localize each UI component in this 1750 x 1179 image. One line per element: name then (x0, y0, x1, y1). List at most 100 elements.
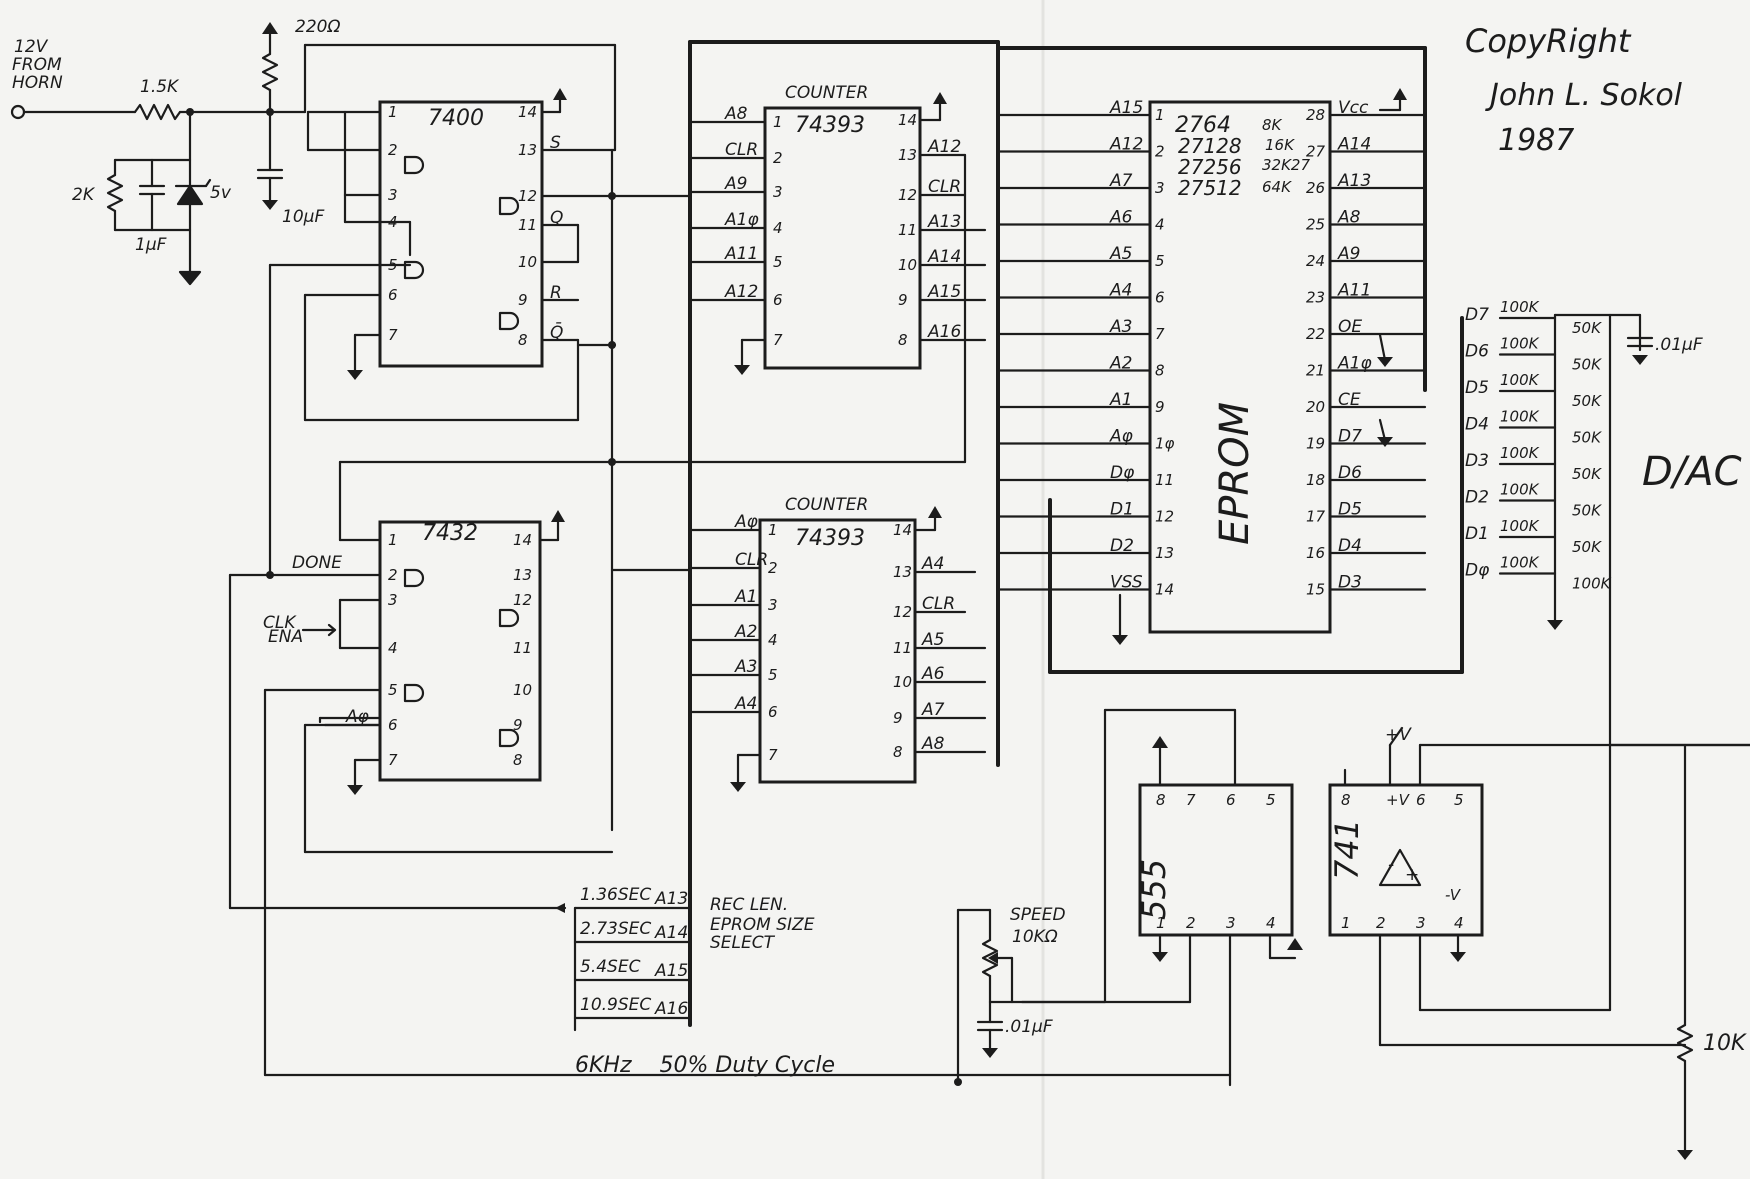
counter2-pin-8: 8 (893, 743, 903, 761)
7400-signal-2: R (550, 283, 562, 303)
zener-label: 5v (210, 183, 232, 203)
eprom-signal-A7: A7 (1109, 171, 1133, 191)
resistor-1-5k (133, 103, 182, 121)
dac-ladder-r-6: 50K (1572, 538, 1602, 556)
eprom-pin-21: 21 (1306, 362, 1325, 380)
eprom-signal-Aφ: Aφ (1109, 427, 1134, 447)
counter1-pin-11: 11 (898, 221, 917, 239)
dac-title: D/AC (1642, 449, 1742, 495)
eprom-pin-22: 22 (1306, 325, 1325, 343)
output-potentiometer (1676, 1023, 1694, 1063)
opamp-minus: - (1388, 855, 1394, 875)
eprom-part-27256: 27256 (1178, 155, 1242, 179)
eprom-signal-VSS: VSS (1110, 573, 1143, 593)
r220-label: 220Ω (295, 17, 340, 37)
c1uf-label: 1μF (135, 235, 167, 255)
counter2-signal-CLR: CLR (922, 594, 955, 614)
clock-label: 6KHz 50% Duty Cycle (575, 1053, 835, 1078)
speed-potentiometer (981, 938, 999, 978)
counter2-pin-1: 1 (768, 521, 778, 539)
counter2-signal-A7: A7 (921, 700, 945, 720)
dac-ladder-r-7: 100K (1572, 575, 1612, 593)
counter2-pin-13: 13 (893, 563, 912, 581)
eprom-signal-A4: A4 (1109, 281, 1132, 301)
chip-741 (1328, 726, 1750, 1160)
counter1-signal-A12: A12 (724, 282, 758, 302)
counter2-pin-6: 6 (768, 703, 778, 721)
dac-ladder-r-0: 50K (1572, 319, 1602, 337)
eprom-size-16k: 16K (1265, 136, 1295, 154)
chip-eprom (1112, 88, 1407, 645)
counter2-pin-10: 10 (893, 673, 912, 691)
dac-series-r-0: 100K (1500, 298, 1540, 316)
opamp-symbol (1378, 848, 1422, 887)
eprom-signal-A1φ: A1φ (1337, 354, 1372, 374)
dac-series-r-6: 100K (1500, 517, 1540, 535)
counter1-pin-5: 5 (773, 253, 783, 271)
counter2-signal-A6: A6 (921, 664, 945, 684)
rec-len-addr-A14: A14 (654, 923, 688, 943)
7400-signal-1: Q (550, 208, 563, 228)
counter2-pin-9: 9 (893, 709, 903, 727)
eprom-signal-A5: A5 (1109, 244, 1132, 264)
counter2-pin-5: 5 (768, 666, 778, 684)
741-pin-5: 5 (1454, 791, 1464, 809)
eprom-pin-28: 28 (1306, 106, 1325, 124)
counter2-signal-CLR: CLR (735, 550, 768, 570)
741-pin-8: 8 (1341, 791, 1351, 809)
eprom-pin-13: 13 (1155, 544, 1174, 562)
clk-ena-label-2: ENA (268, 627, 303, 647)
dac-data-D5: D5 (1465, 378, 1489, 398)
clk-ena-label-1: CLK (263, 613, 297, 633)
eprom-signal-CE: CE (1338, 390, 1361, 410)
7400-pin-14: 14 (518, 103, 537, 121)
7432-pin-14: 14 (513, 531, 532, 549)
eprom-signal-D4: D4 (1338, 536, 1362, 556)
input-terminal (10, 104, 26, 120)
counter1-pin-3: 3 (773, 183, 783, 201)
speed-label-1: SPEED (1010, 905, 1066, 925)
741-pin-6: 6 (1416, 791, 1426, 809)
counter1-signal-A11: A11 (724, 244, 758, 264)
eprom-signal-A1: A1 (1109, 390, 1132, 410)
rec-len-addr-A13: A13 (654, 889, 688, 909)
555-pin-1: 1 (1156, 914, 1166, 932)
c01-label: .01μF (1005, 1017, 1053, 1037)
rec-length-selector (555, 903, 692, 1032)
rec-len-option-1: 2.73SEC (580, 919, 651, 939)
copyright-line-2: John L. Sokol (1485, 78, 1683, 113)
dac-ladder-r-3: 50K (1572, 429, 1602, 447)
dac-ladder-r-4: 50K (1572, 465, 1602, 483)
7400-pin-6: 6 (388, 286, 398, 304)
input-label-3: HORN (12, 73, 63, 93)
counter2-signal-A2: A2 (734, 622, 757, 642)
eprom-signal-A15: A15 (1109, 98, 1143, 118)
7432-pin-3: 3 (388, 591, 398, 609)
chip-555-label: 555 (1135, 859, 1173, 920)
counter2-pin-2: 2 (768, 559, 778, 577)
counter1-pin-6: 6 (773, 291, 783, 309)
c10uf-label: 10μF (282, 207, 324, 227)
counter1-signal-A16: A16 (927, 322, 961, 342)
eprom-signal-Dφ: Dφ (1110, 463, 1135, 483)
7400-signal-3: Q̄ (550, 321, 563, 343)
rec-len-label-3: SELECT (710, 933, 776, 953)
741-minus-v: -V (1445, 886, 1462, 904)
eprom-pin-9: 9 (1155, 398, 1165, 416)
741-pin-4: 4 (1454, 914, 1464, 932)
eprom-pin-18: 18 (1306, 471, 1325, 489)
eprom-pin-20: 20 (1306, 398, 1325, 416)
rec-len-option-3: 10.9SEC (580, 995, 651, 1015)
7432-pin-10: 10 (513, 681, 532, 699)
rec-len-addr-A15: A15 (654, 961, 688, 981)
eprom-pin-26: 26 (1306, 179, 1325, 197)
counter2-signal-A3: A3 (734, 657, 757, 677)
counter1-title: COUNTER (785, 83, 868, 103)
dac-series-r-7: 100K (1500, 554, 1540, 572)
counter2-signal-A4: A4 (921, 554, 944, 574)
input-label-2: FROM (12, 55, 62, 75)
eprom-pin-2: 2 (1155, 143, 1165, 161)
eprom-signal-A3: A3 (1109, 317, 1132, 337)
counter2-pin-7: 7 (768, 746, 778, 764)
counter2-pin-3: 3 (768, 596, 778, 614)
